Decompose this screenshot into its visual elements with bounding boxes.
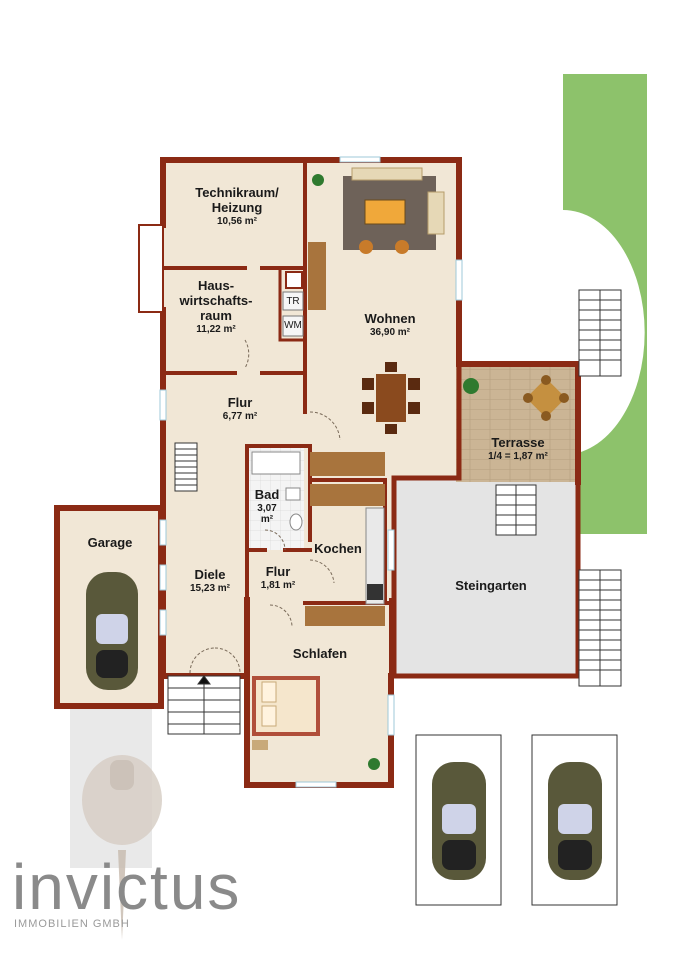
technik-area: 10,56 m²	[216, 215, 258, 227]
dining-table-middle	[362, 362, 420, 434]
washer-label: WM	[284, 320, 302, 331]
flur-small-area: 1,81 m²	[260, 579, 296, 591]
wohnen-name: Wohnen	[364, 311, 416, 326]
flur-top-name: Flur	[227, 395, 253, 410]
appliance-boxes	[282, 271, 304, 337]
flur-small-name: Flur	[265, 564, 291, 579]
windows	[159, 156, 463, 788]
tv-unit	[308, 242, 326, 310]
label-diele: Diele 15,23 m²	[170, 567, 250, 594]
wohnen-area: 36,90 m²	[369, 326, 411, 338]
bad-area: 3,07 m²	[257, 502, 277, 526]
logo-knight-emblem	[82, 755, 162, 940]
logo-wordmark: invictus	[12, 851, 242, 923]
hauswirtschaft-name: Haus- wirtschafts- raum	[179, 278, 253, 323]
terrasse-area: 1/4 = 1,87 m²	[488, 450, 548, 462]
car-parking-2	[548, 762, 602, 880]
label-steingarten: Steingarten	[426, 578, 556, 594]
steingarten-name: Steingarten	[455, 578, 527, 593]
walls	[54, 157, 581, 788]
label-flur-small: Flur 1,81 m²	[250, 564, 306, 591]
door-swings	[189, 339, 341, 674]
kitchen-counters	[305, 452, 385, 626]
bed	[252, 676, 320, 750]
dining-table-top	[343, 167, 445, 254]
hauswirtschaft-area: 11,22 m²	[196, 323, 236, 335]
stairs-flur	[174, 442, 198, 492]
flur-top-area: 6,77 m²	[222, 410, 258, 422]
label-terrasse: Terrasse 1/4 = 1,87 m²	[466, 435, 570, 462]
technik-name: Technikraum/ Heizung	[195, 185, 279, 215]
diele-area: 15,23 m²	[189, 582, 231, 594]
garage-name: Garage	[87, 535, 133, 550]
steingarten-area	[394, 479, 579, 676]
car-garage	[86, 572, 138, 690]
label-kochen: Kochen	[310, 541, 366, 557]
stairs-outside	[495, 289, 622, 687]
label-wohnen: Wohnen 36,90 m²	[340, 311, 440, 338]
label-bad: Bad 3,07 m²	[248, 487, 286, 526]
technik-window-niche	[138, 224, 164, 313]
label-hauswirtschaft: Haus- wirtschafts- raum 11,22 m²	[166, 278, 266, 335]
diele-name: Diele	[194, 567, 226, 582]
terrace-table	[523, 375, 569, 421]
bad-fixtures	[251, 451, 303, 531]
label-flur-top: Flur 6,77 m²	[195, 395, 285, 422]
schlafen-name: Schlafen	[292, 646, 348, 661]
kochen-name: Kochen	[314, 541, 362, 556]
label-schlafen: Schlafen	[280, 646, 360, 662]
logo-subtitle: IMMOBILIEN GMBH	[14, 918, 130, 930]
terrasse-name: Terrasse	[491, 435, 545, 450]
dryer-label: TR	[286, 296, 300, 307]
label-garage: Garage	[70, 535, 150, 551]
stairs-entry	[167, 675, 241, 735]
plants	[312, 174, 479, 770]
label-technik: Technikraum/ Heizung 10,56 m²	[172, 185, 302, 227]
bad-name: Bad	[254, 487, 280, 502]
car-parking-1	[432, 762, 486, 880]
